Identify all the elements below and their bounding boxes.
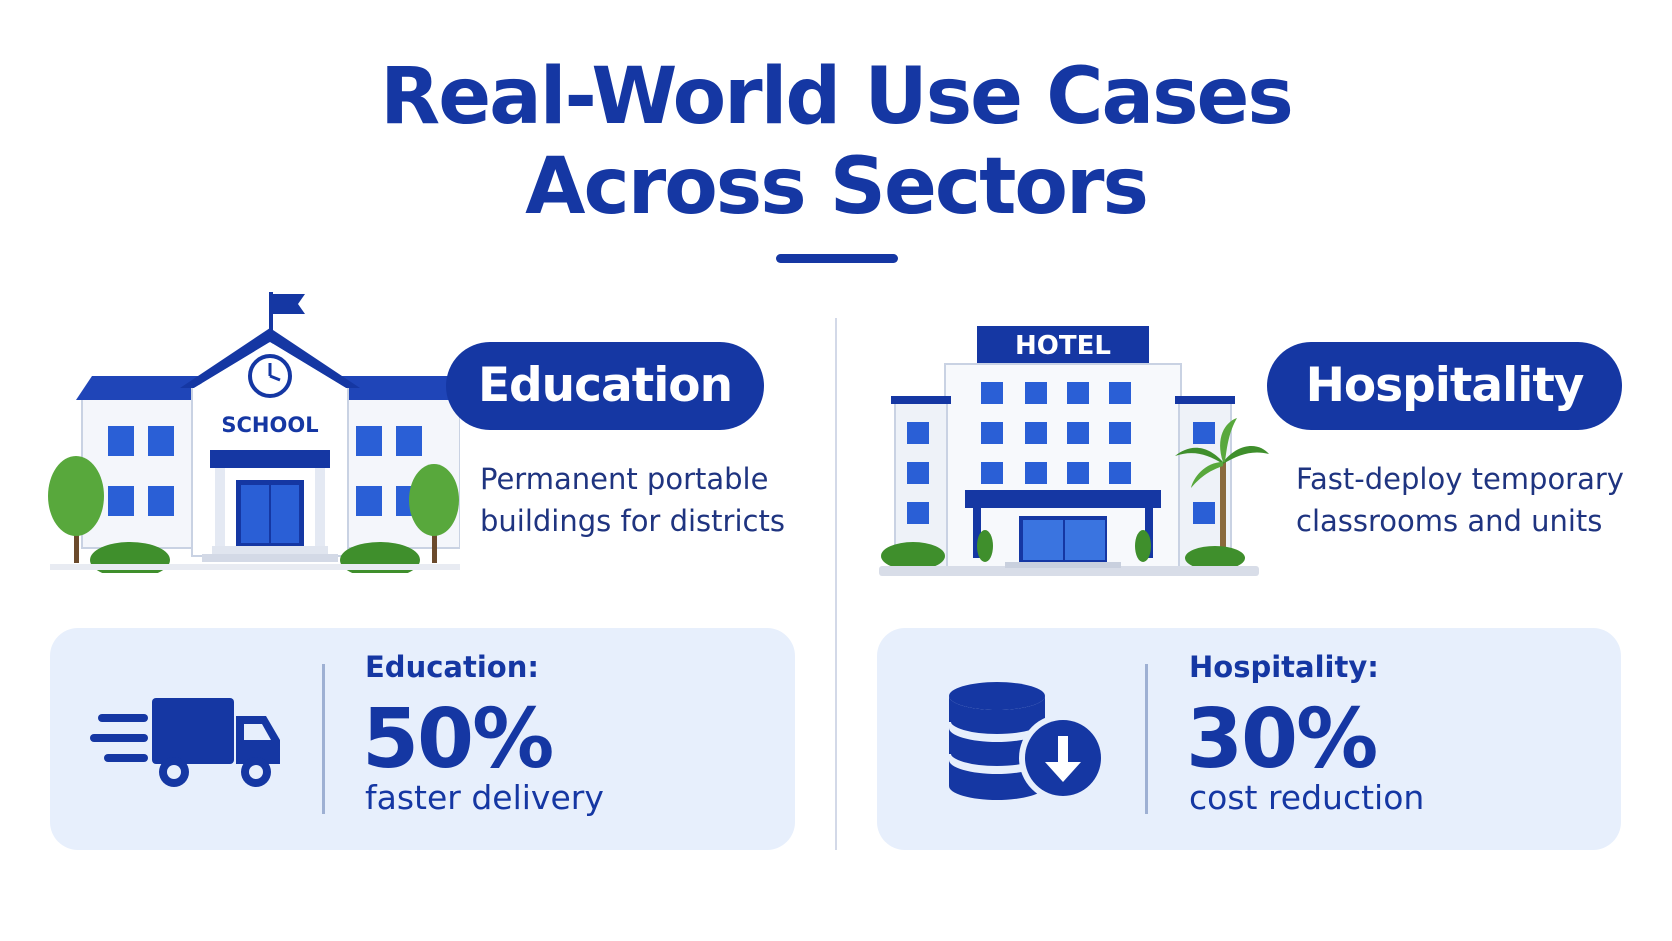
section-divider: [835, 318, 837, 850]
hospitality-stat-label: Hospitality:: [1189, 650, 1379, 684]
hospitality-tag: Hospitality: [1267, 342, 1622, 430]
hotel-building-icon: HOTEL: [879, 326, 1269, 576]
page-title-line-2: Across Sectors: [525, 142, 1149, 232]
hospitality-description-line-1: Fast-deploy temporary: [1296, 462, 1624, 496]
school-sign: SCHOOL: [221, 413, 318, 437]
title-underline: [776, 254, 898, 263]
education-stat-label: Education:: [365, 650, 539, 684]
hospitality-stat-card: Hospitality: 30% cost reduction: [877, 628, 1621, 850]
education-stat-card: Education: 50% faster delivery: [50, 628, 795, 850]
school-building-icon: SCHOOL: [48, 292, 460, 573]
coins-down-arrow-icon: [947, 682, 1107, 802]
hotel-sign: HOTEL: [1015, 331, 1111, 361]
hospitality-stat-value: 30%: [1186, 692, 1378, 787]
page-title: Real-World Use Cases Across Sectors: [0, 52, 1672, 232]
education-card-divider: [322, 664, 325, 814]
fast-truck-icon: [90, 698, 280, 787]
education-stat-caption: faster delivery: [365, 778, 604, 817]
education-stat-value: 50%: [362, 692, 554, 787]
hospitality-description-line-2: classrooms and units: [1296, 504, 1603, 538]
page-title-line-1: Real-World Use Cases: [380, 52, 1294, 142]
education-description-line-1: Permanent portable: [480, 462, 769, 496]
education-description-line-2: buildings for districts: [480, 504, 785, 538]
education-description: Permanent portable buildings for distric…: [480, 458, 820, 542]
education-tag: Education: [446, 342, 764, 430]
hospitality-description: Fast-deploy temporary classrooms and uni…: [1296, 458, 1666, 542]
hospitality-stat-caption: cost reduction: [1189, 778, 1425, 817]
hospitality-card-divider: [1145, 664, 1148, 814]
